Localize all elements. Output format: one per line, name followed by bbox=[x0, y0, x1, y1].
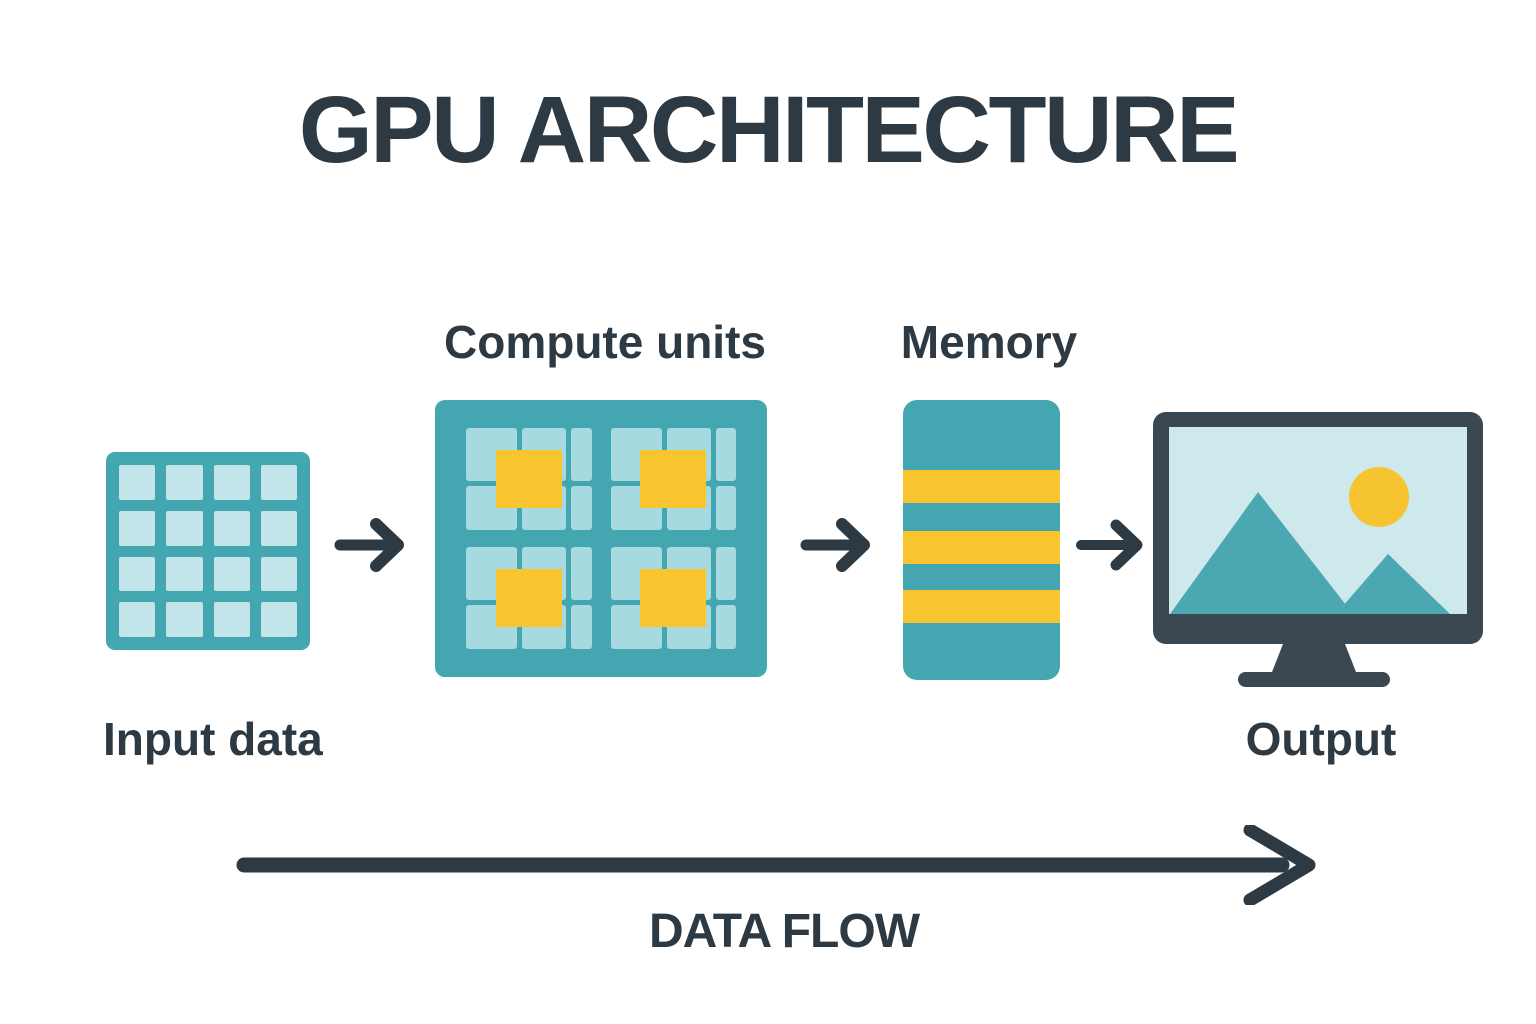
input-grid-cell bbox=[213, 465, 250, 500]
data-flow-arrow-icon bbox=[236, 825, 1316, 905]
page-title: GPU ARCHITECTURE bbox=[298, 77, 1240, 183]
arrow-input-to-compute-icon bbox=[334, 518, 404, 572]
compute-unit bbox=[610, 547, 736, 649]
memory-stripe bbox=[903, 590, 1060, 623]
compute-subcell bbox=[571, 485, 592, 530]
arrow-compute-to-memory-icon bbox=[800, 518, 870, 572]
compute-core-icon bbox=[640, 450, 707, 508]
memory-stripe bbox=[903, 470, 1060, 503]
compute-subcell bbox=[571, 604, 592, 649]
monitor-landscape-icon bbox=[1153, 412, 1483, 687]
compute-subcell bbox=[715, 485, 736, 530]
input-grid-cell bbox=[119, 510, 156, 546]
compute-core-icon bbox=[640, 569, 707, 627]
compute-subcell bbox=[571, 428, 592, 481]
compute-unit bbox=[466, 547, 592, 649]
input-grid-cell bbox=[260, 602, 297, 637]
input-grid-cell bbox=[260, 510, 297, 546]
input-grid-cell bbox=[260, 556, 297, 592]
monitor-stand bbox=[1272, 644, 1356, 672]
compute-units-block bbox=[435, 400, 767, 677]
output-label: Output bbox=[1245, 713, 1397, 765]
memory-stripe bbox=[903, 531, 1060, 564]
input-data-label: Input data bbox=[103, 713, 323, 765]
memory-block bbox=[903, 400, 1060, 680]
compute-subcell bbox=[715, 604, 736, 649]
input-grid-cell bbox=[213, 602, 250, 637]
compute-core-icon bbox=[495, 569, 562, 627]
data-flow-label: DATA FLOW bbox=[648, 905, 920, 958]
memory-label: Memory bbox=[900, 316, 1078, 368]
input-grid-cell bbox=[166, 510, 203, 546]
compute-unit bbox=[466, 428, 592, 530]
input-grid-cell bbox=[213, 510, 250, 546]
input-grid-cell bbox=[166, 556, 203, 592]
compute-core-icon bbox=[495, 450, 562, 508]
input-grid-cell bbox=[119, 602, 156, 637]
compute-subcell bbox=[715, 428, 736, 481]
input-grid-cell bbox=[260, 465, 297, 500]
mountain-icon bbox=[1170, 492, 1353, 614]
monitor-base bbox=[1238, 672, 1390, 687]
compute-units-label: Compute units bbox=[444, 316, 766, 368]
input-grid-cell bbox=[119, 556, 156, 592]
input-grid-cell bbox=[166, 465, 203, 500]
input-grid-cell bbox=[166, 602, 203, 637]
input-grid-cell bbox=[213, 556, 250, 592]
small-mountain-icon bbox=[1336, 554, 1450, 614]
arrow-memory-to-output-icon bbox=[1076, 519, 1143, 571]
input-grid-cell bbox=[119, 465, 156, 500]
input-data-grid bbox=[106, 452, 310, 650]
sun-icon bbox=[1349, 467, 1409, 527]
compute-subcell bbox=[715, 547, 736, 600]
compute-unit bbox=[610, 428, 736, 530]
compute-subcell bbox=[571, 547, 592, 600]
